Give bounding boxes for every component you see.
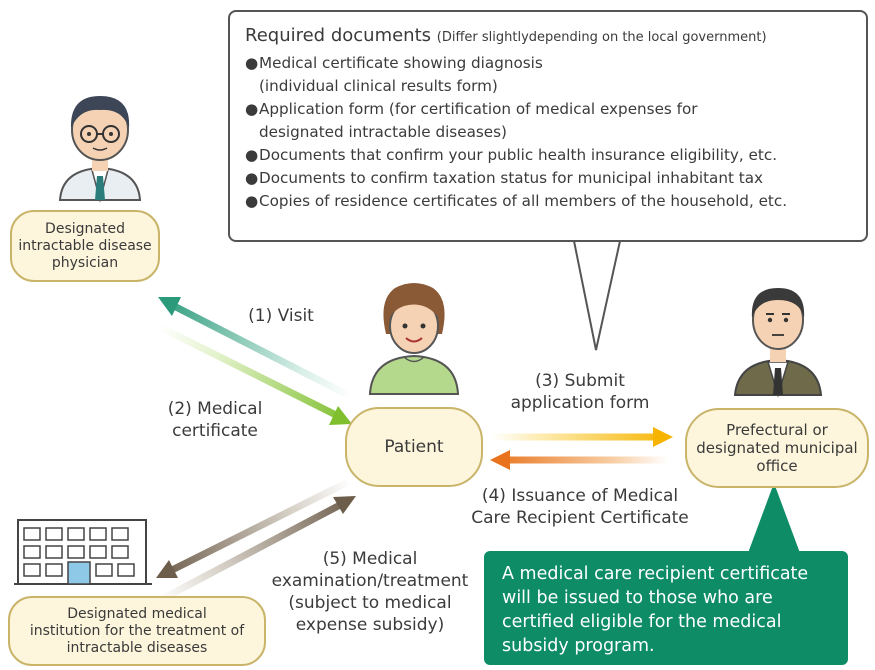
certificate-arrow xyxy=(156,322,352,425)
issuance-arrow xyxy=(490,450,670,470)
patient-node: Patient xyxy=(345,407,483,487)
bullet-icon: ● xyxy=(245,100,259,118)
document-item-continued: (individual clinical results form) xyxy=(259,77,498,95)
document-item: ●Application form (for certification of … xyxy=(245,98,787,121)
step-treatment-label: (5) Medical examination/treatment (subje… xyxy=(271,549,469,635)
document-item: ●Copies of residence certificates of all… xyxy=(245,190,787,213)
bullet-icon: ● xyxy=(245,54,259,72)
document-item: ●Documents that confirm your public heal… xyxy=(245,144,787,167)
documents-title-text: Required documents xyxy=(245,25,432,46)
doctor-illustration xyxy=(58,96,142,203)
bullet-icon: ● xyxy=(245,192,259,210)
hospital-icon xyxy=(14,519,152,585)
bullet-icon: ● xyxy=(245,146,259,164)
certificate-note-box: A medical care recipient certificate wil… xyxy=(484,551,848,665)
patient-illustration xyxy=(368,283,460,395)
physician-node: Designated intractable disease physician xyxy=(10,210,160,282)
treatment-arrow-to-institution xyxy=(156,478,350,578)
document-item: ●Medical certificate showing diagnosis xyxy=(245,52,787,75)
submit-arrow xyxy=(492,427,673,447)
official-illustration xyxy=(733,288,823,398)
note-pointer xyxy=(748,483,800,553)
required-documents-list: ●Medical certificate showing diagnosis (… xyxy=(245,52,787,213)
visit-arrow xyxy=(158,297,350,399)
bullet-icon: ● xyxy=(245,169,259,187)
required-documents-box xyxy=(228,10,868,242)
institution-node: Designated medical institution for the t… xyxy=(8,596,266,666)
office-node: Prefectural or designated municipal offi… xyxy=(685,408,869,488)
document-item-continued: designated intractable diseases) xyxy=(259,123,507,141)
required-documents-title: Required documents (Differ slightlydepen… xyxy=(245,25,767,46)
step-issuance-label: (4) Issuance of Medical Care Recipient C… xyxy=(471,486,689,528)
documents-subtitle: (Differ slightlydepending on the local g… xyxy=(436,30,767,45)
step-certificate-label: (2) Medical certificate xyxy=(167,399,263,441)
step-submit-label: (3) Submit application form xyxy=(510,371,650,413)
treatment-arrow-to-patient xyxy=(158,496,356,604)
step-visit-label: (1) Visit xyxy=(248,306,314,326)
speech-bubble-tail xyxy=(573,238,621,351)
document-item: ●Documents to confirm taxation status fo… xyxy=(245,167,787,190)
